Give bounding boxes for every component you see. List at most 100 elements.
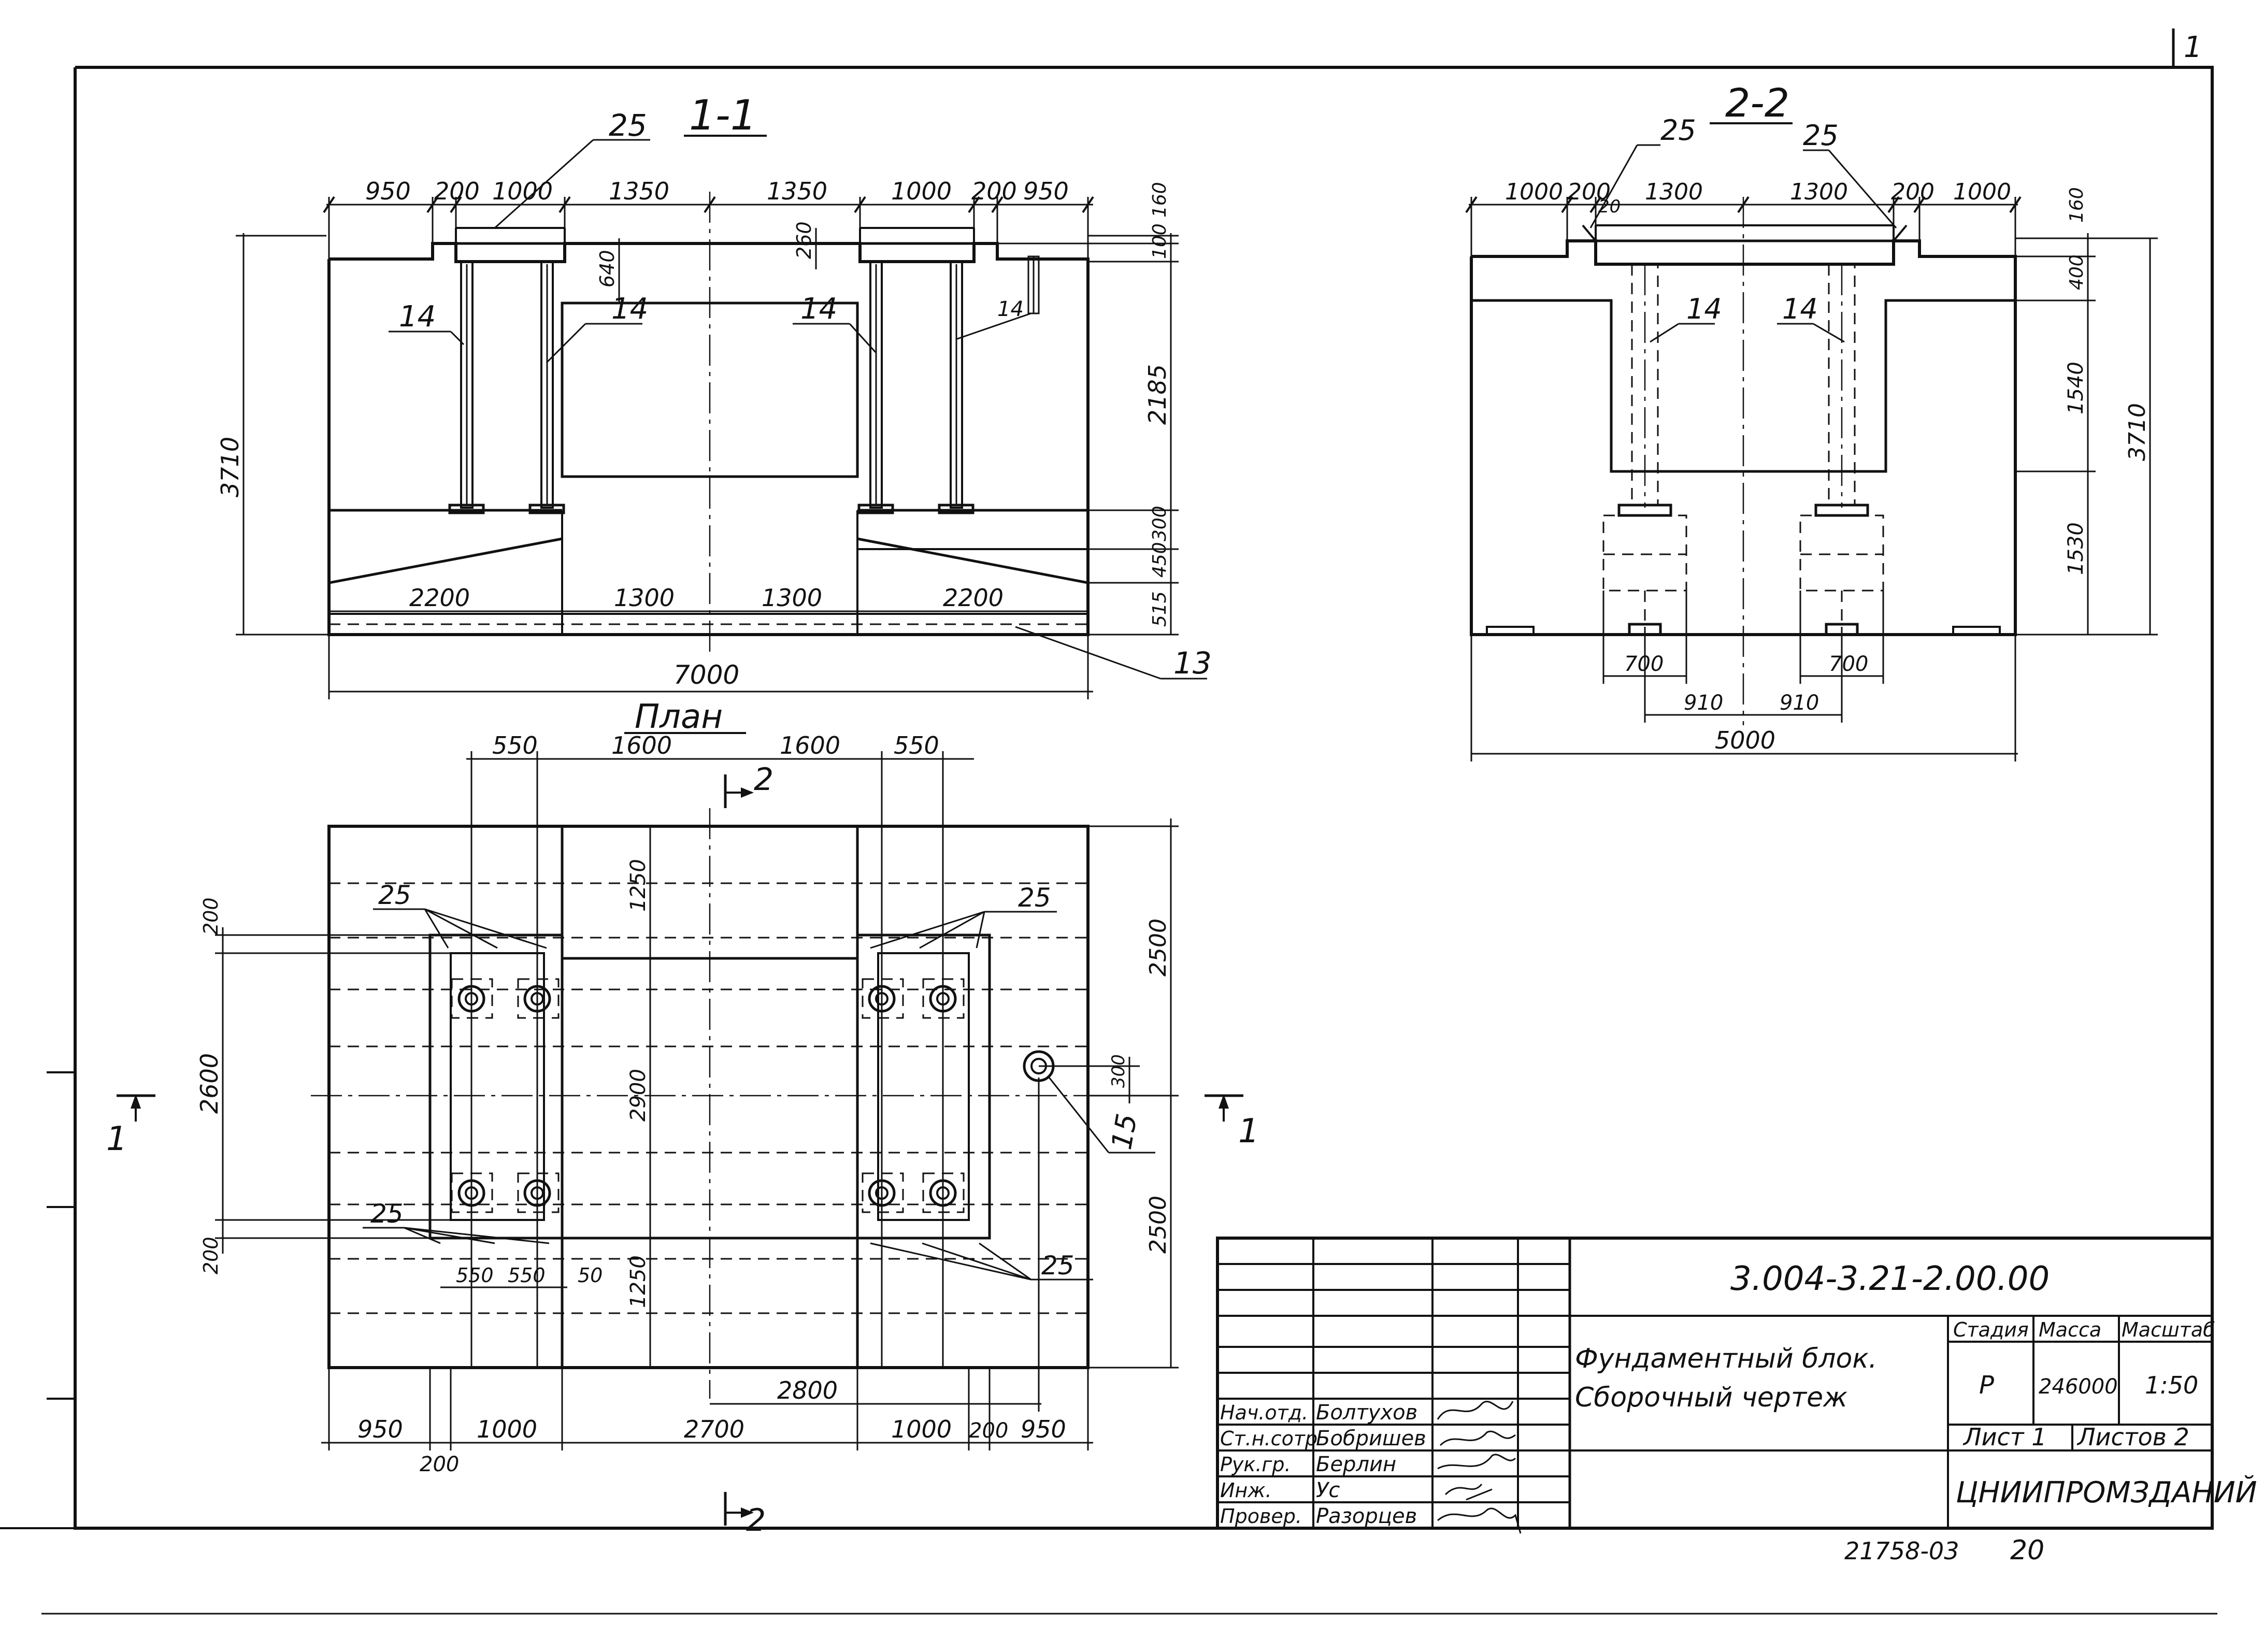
plan-dim-2700: 2700 xyxy=(684,1415,744,1443)
plan-label-15: 15 xyxy=(1105,1111,1143,1152)
archive-number: 21758-03 xyxy=(1844,1537,1959,1565)
plan-inner-dimensions: 1250 2900 1250 xyxy=(626,826,658,1368)
plan-dim-1000a: 1000 xyxy=(477,1415,537,1443)
plan-label-25a: 25 xyxy=(378,880,411,910)
s2-dim-1540: 1540 xyxy=(2064,362,2088,414)
plan-title: План xyxy=(635,698,723,736)
plan-dim-550d: 550 xyxy=(508,1264,546,1287)
s1-dim-260: 260 xyxy=(793,221,815,259)
footer: 21758-03 20 xyxy=(1844,1535,2044,1566)
plan-bottom-dimensions: 550 550 50 2800 950 200 1000 2700 1000 2… xyxy=(321,1078,1093,1476)
s1-dim-1000b: 1000 xyxy=(891,177,952,205)
section-2-anchor-bolts xyxy=(1602,263,1884,636)
s2-dim-700a: 700 xyxy=(1624,652,1664,676)
s2-dim-200a: 200 xyxy=(1567,179,1611,205)
sheet-number: 1 xyxy=(2184,31,2202,64)
section-mark-2-bottom: 2 xyxy=(746,1502,766,1539)
role-0: Нач.отд. xyxy=(1220,1401,1308,1424)
name-3: Ус xyxy=(1316,1478,1340,1502)
plan-dim-1600a: 1600 xyxy=(611,731,672,759)
plan-dim-2600: 2600 xyxy=(195,1053,223,1114)
s1-dim-2185: 2185 xyxy=(1143,364,1171,425)
plan-label-25b: 25 xyxy=(1018,883,1051,913)
section-1-1: 1-1 xyxy=(216,91,1212,699)
s2-dim-1000a: 1000 xyxy=(1505,179,1563,205)
s1-label-14a: 14 xyxy=(399,300,436,334)
section-mark-2-top: 2 xyxy=(754,762,773,798)
plan-dim-300: 300 xyxy=(1108,1054,1129,1088)
plan-dim-200a: 200 xyxy=(199,897,222,935)
plan-left-dimensions: 200 2600 200 xyxy=(195,897,451,1274)
plan-dim-950a: 950 xyxy=(357,1415,403,1443)
plan-dim-2900: 2900 xyxy=(626,1069,650,1122)
section-2-right-dimensions: 160 400 1540 1530 3710 xyxy=(1919,187,2158,636)
s2-dim-1300b: 1300 xyxy=(1790,179,1848,205)
section-1-title: 1-1 xyxy=(689,91,757,139)
title-block: 3.004-3.21-2.00.00 Фундаментный блок. Сб… xyxy=(1216,1237,2257,1534)
s1-dim-200b: 200 xyxy=(971,177,1017,205)
role-2: Рук.гр. xyxy=(1220,1453,1291,1476)
s2-dim-200b: 200 xyxy=(1891,179,1935,205)
scale-header: Масштаб xyxy=(2122,1318,2215,1341)
section-2-title: 2-2 xyxy=(1725,80,1789,126)
organization: ЦНИИПРОМЗДАНИЙ xyxy=(1956,1476,2257,1510)
drawing-title-line2: Сборочный чертеж xyxy=(1575,1382,1847,1413)
s1-dim-2200b: 2200 xyxy=(943,584,1004,612)
s1-dim-950b: 950 xyxy=(1023,177,1069,205)
plan-dim-550c: 550 xyxy=(456,1264,494,1287)
s1-dim-300: 300 xyxy=(1149,506,1170,541)
plan-dim-200c: 200 xyxy=(420,1453,459,1476)
s2-dim-910a: 910 xyxy=(1684,691,1723,715)
s1-dim-515: 515 xyxy=(1149,591,1170,627)
s1-label-13: 13 xyxy=(1173,645,1212,681)
s1-dim-1350b: 1350 xyxy=(767,177,827,205)
s1-dim-100: 100 xyxy=(1149,223,1170,259)
s2-dim-160: 160 xyxy=(2066,187,2087,223)
plan-dim-1000b: 1000 xyxy=(891,1415,952,1443)
section-2-top-dimensions: 1000 200 20 1300 1300 200 1000 xyxy=(1465,179,2022,256)
scale-value: 1:50 xyxy=(2145,1371,2198,1399)
stage-value: Р xyxy=(1979,1371,1994,1400)
plan-top-dimensions: 550 1600 1600 550 xyxy=(466,731,974,1368)
s1-dim-1000a: 1000 xyxy=(492,177,553,205)
s2-label-25a: 25 xyxy=(1660,114,1696,147)
plan-dim-200b: 200 xyxy=(199,1237,222,1274)
plan-dim-200d: 200 xyxy=(969,1419,1008,1443)
page-number: 20 xyxy=(2010,1535,2044,1566)
plan-dim-1250b: 1250 xyxy=(626,1255,650,1308)
plan-view: План xyxy=(106,698,1259,1539)
name-0: Болтухов xyxy=(1316,1401,1417,1425)
s1-label-14c: 14 xyxy=(800,292,837,326)
plan-dim-1600b: 1600 xyxy=(780,731,840,759)
s1-dim-160: 160 xyxy=(1149,182,1170,218)
role-4: Провер. xyxy=(1220,1505,1302,1528)
plan-label-25d: 25 xyxy=(1041,1251,1074,1281)
section-2-2: 2-2 xyxy=(1465,80,2158,762)
section-1-left-dimension: 3710 xyxy=(216,233,329,636)
stage-header: Стадия xyxy=(1953,1318,2029,1341)
s2-dim-910b: 910 xyxy=(1780,691,1819,715)
plan-dim-950b: 950 xyxy=(1021,1415,1066,1443)
s1-dim-200a: 200 xyxy=(434,177,480,205)
s2-dim-1530: 1530 xyxy=(2064,522,2088,575)
section-2-leaders: 25 25 14 14 xyxy=(1589,114,1897,343)
s1-dim-2200a: 2200 xyxy=(409,584,470,612)
sheet-value: Лист 1 xyxy=(1962,1423,2046,1451)
sheets-value: Листов 2 xyxy=(2076,1423,2189,1451)
s1-label-25: 25 xyxy=(609,108,647,143)
s2-dim-1300a: 1300 xyxy=(1645,179,1703,205)
s1-dim-7000: 7000 xyxy=(674,660,739,690)
section-1-leaders: 25 14 14 14 14 13 xyxy=(389,108,1212,681)
plan-leaders: 25 25 25 25 15 xyxy=(363,880,1155,1281)
plan-dim-2500a: 2500 xyxy=(1145,918,1171,976)
plan-dim-1250a: 1250 xyxy=(626,859,650,912)
s2-dim-3710: 3710 xyxy=(2124,403,2151,461)
name-4: Разорцев xyxy=(1316,1504,1417,1528)
s1-label-14d: 14 xyxy=(997,297,1024,321)
s2-dim-700b: 700 xyxy=(1829,652,1868,676)
plan-outline xyxy=(311,808,1109,1399)
plan-dim-550b: 550 xyxy=(894,731,939,759)
section-1-bottom-dimensions: 2200 1300 1300 2200 7000 xyxy=(328,584,1093,699)
s2-label-14b: 14 xyxy=(1782,293,1818,325)
